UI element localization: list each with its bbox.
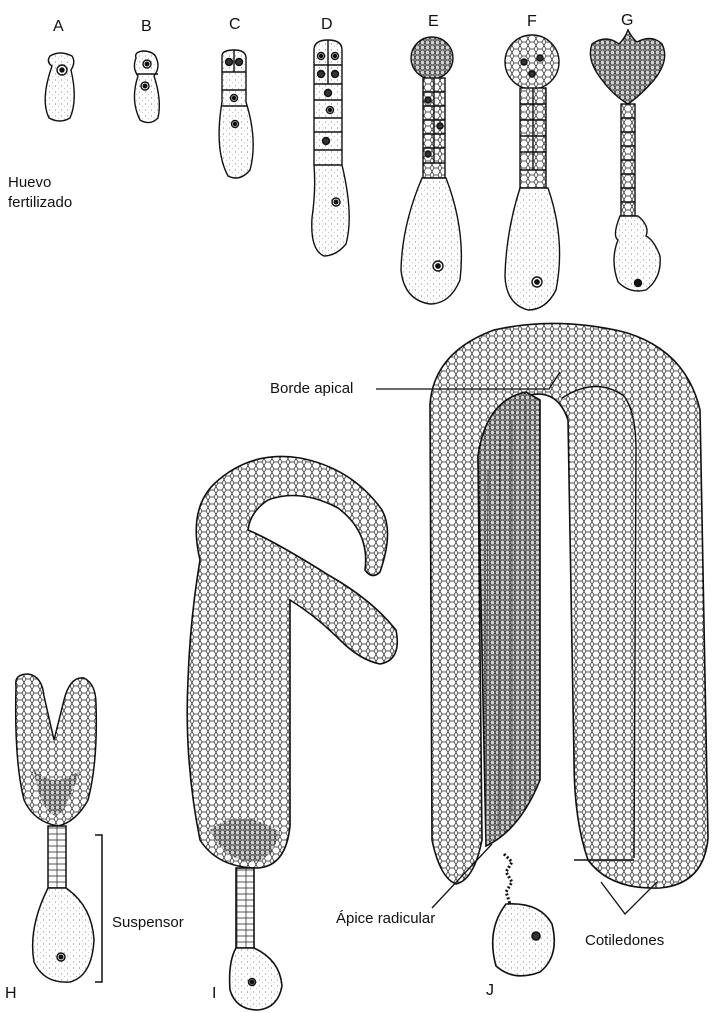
cotyledons-label: Cotiledones	[585, 932, 664, 949]
fertilized-egg-label-line1: Huevo	[8, 174, 51, 191]
stage-letter-e: E	[428, 13, 439, 31]
embryo-stage-j	[430, 323, 708, 975]
embryo-stage-b	[134, 51, 159, 123]
stage-letter-a: A	[53, 18, 64, 36]
stage-letter-b: B	[141, 18, 152, 36]
suspensor-bracket	[95, 835, 102, 982]
stage-letter-f: F	[527, 13, 537, 31]
stage-letter-h: H	[5, 985, 17, 1003]
stage-letter-j: J	[486, 982, 494, 1000]
stage-letter-i: I	[212, 985, 216, 1003]
fertilized-egg-label-line2: fertilizado	[8, 194, 72, 211]
suspensor-label: Suspensor	[112, 914, 184, 931]
embryo-stage-a	[45, 53, 74, 121]
embryo-stage-h	[16, 674, 97, 982]
embryo-stage-d	[312, 40, 349, 256]
root-apex-label: Ápice radicular	[336, 910, 435, 927]
apical-edge-label: Borde apical	[270, 380, 353, 397]
stage-letter-d: D	[321, 16, 333, 34]
stage-letter-g: G	[621, 12, 633, 30]
embryo-stage-c	[219, 50, 253, 178]
embryo-stage-f	[505, 35, 560, 310]
stage-letter-c: C	[229, 16, 241, 34]
embryo-stage-e	[401, 37, 461, 304]
embryo-stage-g	[590, 30, 664, 291]
